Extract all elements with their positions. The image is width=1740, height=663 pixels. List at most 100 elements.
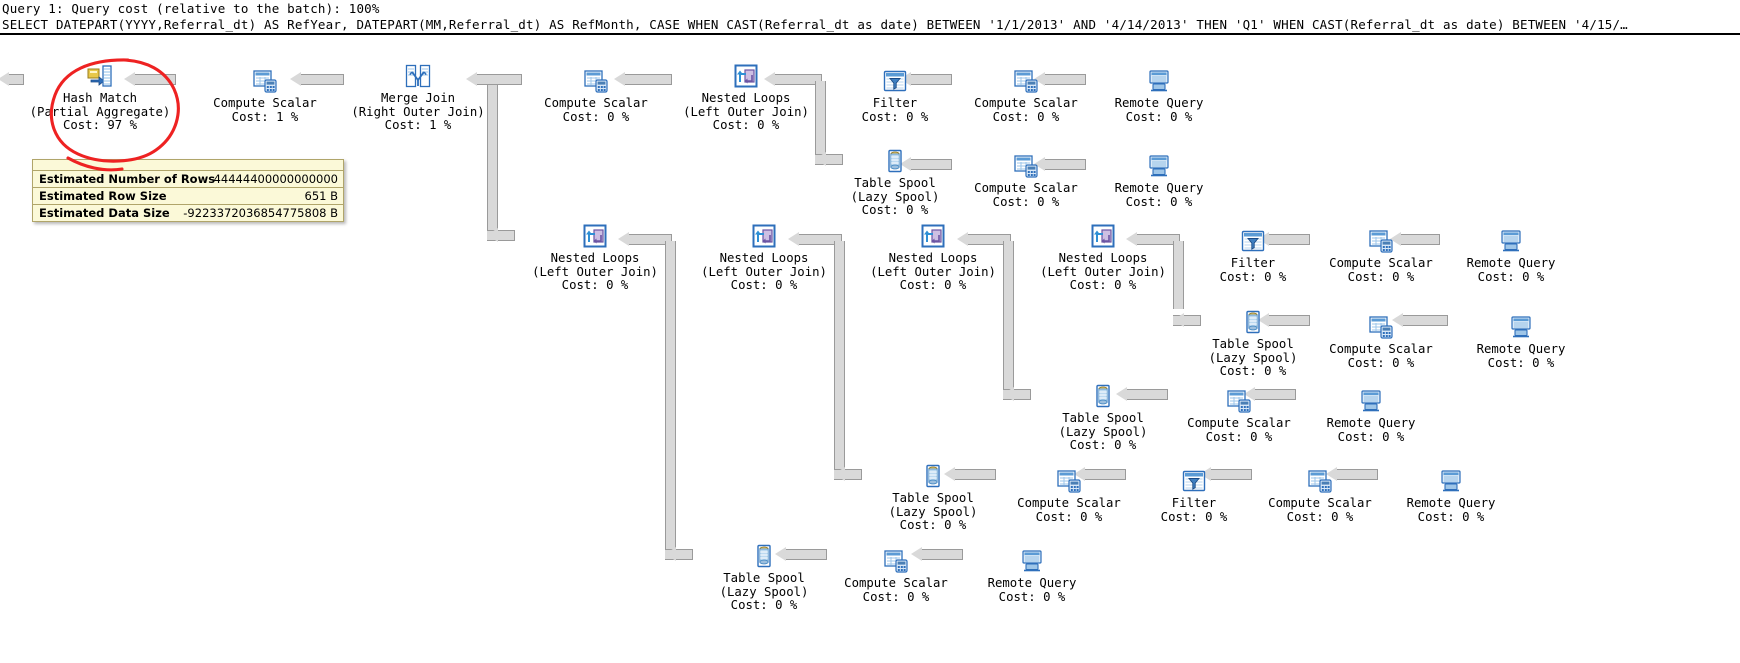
filter-icon [1109, 468, 1279, 494]
operator-label-line: Remote Query [987, 576, 1077, 590]
operator-label-line: (Lazy Spool) [719, 584, 809, 599]
operator-label-line: (Left Outer Join) [870, 264, 996, 279]
data-flow-arrow [834, 467, 862, 481]
operator-label-line: Cost: 0 % [1286, 509, 1354, 524]
operator-label-line: (Right Outer Join) [351, 104, 485, 119]
compute-scalar-icon [811, 548, 981, 574]
remote-query-icon [1074, 153, 1244, 179]
operator-label-line: Cost: 0 % [1417, 509, 1485, 524]
op-table-spool-1[interactable]: Table Spool(Lazy Spool)Cost: 0 % [810, 148, 980, 218]
connector-segment [1003, 241, 1014, 389]
tooltip-value: 651 B [304, 189, 339, 203]
data-flow-arrow [1173, 313, 1201, 327]
op-table-spool-5[interactable]: Table Spool(Lazy Spool)Cost: 0 % [679, 543, 849, 613]
data-flow-arrow [665, 547, 693, 561]
op-table-spool-3[interactable]: Table Spool(Lazy Spool)Cost: 0 % [1018, 383, 1188, 453]
data-flow-arrow [1200, 467, 1252, 481]
op-nested-loops-2[interactable]: Nested Loops(Left Outer Join)Cost: 0 % [510, 223, 680, 293]
data-flow-arrow [911, 547, 963, 561]
op-table-spool-2[interactable]: Table Spool(Lazy Spool)Cost: 0 % [1168, 309, 1338, 379]
compute-scalar-icon [941, 153, 1111, 179]
operator-label-line: Cost: 0 % [1337, 429, 1405, 444]
data-flow-arrow [1003, 387, 1031, 401]
operator-label-line: Cost: 0 % [998, 589, 1066, 604]
nested-loops-icon [1018, 223, 1188, 249]
tooltip-row: Estimated Data Size -9223372036854775808… [33, 204, 343, 221]
operator-label-line: Compute Scalar [1187, 416, 1291, 430]
table-spool-icon [848, 463, 1018, 489]
execution-plan-canvas[interactable]: Hash Match(Partial Aggregate)Cost: 97 % … [0, 35, 1740, 663]
table-spool-icon [1018, 383, 1188, 409]
operator-label-line: Cost: 0 % [712, 118, 780, 132]
data-flow-arrow [1034, 72, 1086, 86]
operator-label-line: (Lazy Spool) [850, 189, 940, 204]
op-nested-loops-3[interactable]: Nested Loops(Left Outer Join)Cost: 0 % [679, 223, 849, 293]
operator-label-line: Cost: 0 % [1160, 509, 1228, 524]
remote-query-icon [1426, 228, 1596, 254]
operator-label-line: Compute Scalar [1017, 496, 1121, 510]
header-divider [0, 33, 1740, 35]
operator-label-line: Table Spool [1062, 411, 1144, 425]
connector-segment [815, 81, 826, 155]
operator-label-line: Cost: 0 % [1205, 429, 1273, 444]
operator-label-line: Compute Scalar [544, 96, 648, 110]
data-flow-arrow [788, 232, 842, 246]
data-flow-arrow [290, 72, 344, 86]
op-merge-join[interactable]: Merge Join(Right Outer Join)Cost: 1 % [333, 63, 503, 133]
operator-label-line: Filter [1171, 496, 1217, 510]
operator-label-line: Cost: 0 % [1069, 278, 1137, 292]
data-flow-arrow [957, 232, 1011, 246]
tooltip-value: 44444400000000000 [213, 172, 338, 186]
operator-label-line: Cost: 0 % [1487, 355, 1555, 370]
connector-segment [1173, 241, 1184, 309]
op-hash-match[interactable]: Hash Match(Partial Aggregate)Cost: 97 % [15, 63, 185, 133]
tooltip-key: Estimated Number of Rows [39, 172, 216, 186]
hash-match-icon [15, 63, 185, 89]
operator-label-line: Table Spool [723, 571, 805, 585]
operator-label-line: Cost: 0 % [1347, 269, 1415, 284]
op-nested-loops-1[interactable]: Nested Loops(Left Outer Join)Cost: 0 % [661, 63, 831, 133]
data-flow-arrow [944, 467, 996, 481]
data-flow-arrow [487, 228, 515, 242]
operator-label-line: Cost: 1 % [384, 118, 452, 132]
remote-query-icon [1366, 468, 1536, 494]
operator-label-line: Remote Query [1476, 342, 1566, 356]
operator-label-line: Cost: 0 % [899, 278, 967, 292]
operator-label-line: Cost: 0 % [1125, 194, 1193, 209]
op-nested-loops-5[interactable]: Nested Loops(Left Outer Join)Cost: 0 % [1018, 223, 1188, 293]
data-flow-arrow [1326, 467, 1378, 481]
op-nested-loops-4[interactable]: Nested Loops(Left Outer Join)Cost: 0 % [848, 223, 1018, 293]
operator-label-line: Hash Match [62, 91, 138, 105]
compute-scalar-icon [941, 68, 1111, 94]
operator-label-line: Cost: 0 % [861, 203, 929, 217]
operator-label-line: (Lazy Spool) [1058, 424, 1148, 439]
op-table-spool-4[interactable]: Table Spool(Lazy Spool)Cost: 0 % [848, 463, 1018, 533]
nested-loops-icon [661, 63, 831, 89]
operator-label-line: Cost: 0 % [862, 589, 930, 604]
compute-scalar-icon [511, 68, 681, 94]
operator-label-line: Cost: 0 % [1069, 438, 1137, 452]
tooltip-value: -9223372036854775808 B [183, 206, 338, 220]
table-spool-icon [1168, 309, 1338, 335]
tooltip-row: Estimated Number of Rows 444444000000000… [33, 170, 343, 187]
